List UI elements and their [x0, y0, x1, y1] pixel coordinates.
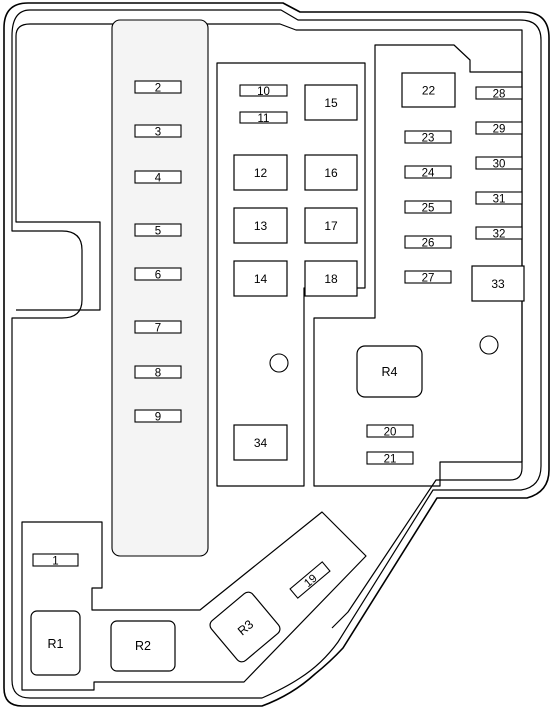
fuse-17: 17 [304, 207, 358, 244]
fuse-22: 22 [401, 72, 456, 108]
fuse-label: 10 [257, 86, 270, 98]
fuse-11: 11 [239, 111, 288, 125]
fuse-10: 10 [239, 84, 288, 98]
fuse-label: 3 [155, 127, 161, 139]
fuse-box-outer-outline [3, 2, 550, 707]
fuse-27: 27 [404, 270, 452, 285]
mounting-hole [269, 353, 289, 373]
fuse-29: 29 [475, 121, 523, 136]
fuse-19: 19 [289, 561, 331, 599]
fuse-box-main-area [15, 23, 523, 629]
fuse-label: 29 [493, 124, 506, 136]
fuse-26: 26 [404, 235, 452, 250]
fuse-label: 15 [324, 96, 338, 110]
fuse-7: 7 [134, 320, 182, 335]
fuse-label: 18 [324, 272, 338, 286]
fuse-33: 33 [471, 265, 525, 302]
fuse-label: 34 [254, 436, 268, 450]
fuse-label: 11 [258, 113, 270, 125]
mounting-hole [479, 335, 499, 355]
fuse-label: 27 [422, 273, 435, 285]
fuse-4: 4 [134, 170, 182, 185]
relay-label: R4 [382, 365, 398, 379]
fuse-23: 23 [404, 130, 452, 145]
fuse-label: 28 [493, 89, 506, 101]
fuse-label: 30 [493, 159, 506, 171]
fuse-label: 4 [155, 173, 162, 185]
relay-r3: R3 [209, 591, 281, 663]
fuse-label: 21 [384, 454, 397, 466]
fuse-25: 25 [404, 200, 452, 215]
fuse-1: 1 [32, 553, 79, 568]
fuse-label: 22 [422, 84, 436, 98]
fuse-24: 24 [404, 165, 452, 180]
fuse-label: 23 [422, 133, 435, 145]
fuse-label: 8 [155, 368, 161, 380]
fuse-13: 13 [233, 207, 288, 244]
fuse-28: 28 [475, 86, 523, 101]
bottom-left-frame [21, 511, 367, 691]
fuse-18: 18 [304, 260, 358, 297]
relay-label: R2 [135, 639, 151, 653]
relay-r4: R4 [356, 345, 423, 398]
fuse-31: 31 [475, 191, 523, 206]
fuse-label: 6 [155, 270, 161, 282]
middle-panel [216, 62, 366, 487]
fuse-label: 17 [324, 219, 338, 233]
left-fuse-panel [111, 19, 209, 557]
fuse-3: 3 [134, 124, 182, 139]
fuse-30: 30 [475, 156, 523, 171]
fuse-label: 1 [52, 556, 58, 568]
relay-label: R1 [48, 637, 64, 651]
fuse-label: 33 [491, 277, 505, 291]
fuse-label: 26 [422, 238, 435, 250]
fuse-15: 15 [304, 84, 358, 121]
fuse-label: 31 [493, 194, 506, 206]
relay-r2: R2 [110, 620, 176, 672]
fuse-label: 12 [254, 166, 268, 180]
fuse-label: 2 [155, 83, 161, 95]
fuse-5: 5 [134, 223, 182, 238]
fuse-8: 8 [134, 365, 182, 380]
fuse-label: 7 [155, 323, 161, 335]
fuse-32: 32 [475, 226, 523, 241]
fuse-2: 2 [134, 80, 182, 95]
fuse-label: 5 [155, 226, 161, 238]
fuse-16: 16 [304, 154, 358, 191]
fuse-21: 21 [366, 451, 414, 466]
fuse-label: 9 [155, 412, 161, 424]
relay-r1: R1 [30, 610, 81, 676]
fuse-6: 6 [134, 267, 182, 282]
fuse-label: 24 [422, 168, 435, 180]
fuse-14: 14 [233, 260, 288, 297]
fuse-label: 14 [254, 272, 268, 286]
fuse-box-inner-outline [11, 9, 542, 699]
fuse-9: 9 [134, 409, 182, 424]
fuse-20: 20 [366, 424, 414, 439]
fuse-12: 12 [233, 154, 288, 191]
fuse-label: 16 [324, 166, 338, 180]
fuse-label: 25 [422, 203, 435, 215]
fuse-34: 34 [233, 424, 288, 461]
fuse-label: 20 [384, 427, 397, 439]
right-panel [313, 44, 523, 487]
fuse-label: 13 [254, 219, 268, 233]
fuse-label: 32 [493, 229, 506, 241]
